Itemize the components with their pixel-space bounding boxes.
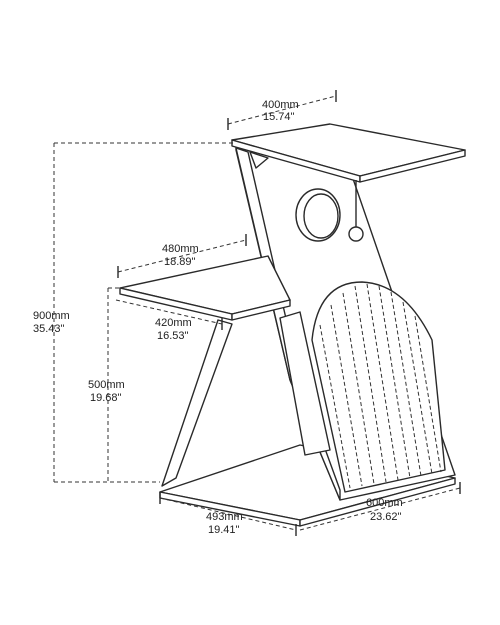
mid-shelf-width-in: 18.89" — [164, 256, 196, 268]
scratch-panel-grooves — [319, 283, 442, 489]
base-depth-mm: 600mm — [366, 497, 403, 509]
scratch-panel — [311, 281, 446, 493]
cat-tree-drawing — [119, 123, 466, 527]
mid-shelf-height-mm: 500mm — [88, 379, 125, 391]
total-height-in: 35.43" — [33, 323, 65, 335]
top-shelf-width-in: 15.74" — [263, 111, 295, 123]
top-shelf-edge-right — [359, 149, 466, 183]
base-width-mm: 493mm — [206, 511, 243, 523]
inner-support — [279, 311, 331, 456]
mid-shelf-height-in: 19.68" — [90, 392, 122, 404]
total-height-mm: 900mm — [33, 310, 70, 322]
dimension-labels: 400mm 15.74" 480mm 18.89" 420mm 16.53" 9… — [33, 99, 403, 536]
front-leg — [161, 319, 233, 487]
round-window-icon — [295, 188, 341, 242]
hanging-ball-icon — [348, 180, 364, 242]
base-width-in: 19.41" — [208, 524, 240, 536]
mid-shelf-width-mm: 480mm — [162, 243, 199, 255]
mid-shelf-depth-mm: 420mm — [155, 317, 192, 329]
main-side-panel-edge — [235, 147, 341, 501]
middle-shelf-edge-right — [231, 299, 291, 321]
base-panel-edge-right — [299, 477, 456, 527]
dimension-lines — [53, 90, 461, 536]
top-shelf-bracket — [249, 151, 269, 169]
mid-shelf-depth-in: 16.53" — [157, 330, 189, 342]
top-shelf-width-mm: 400mm — [262, 99, 299, 111]
base-depth-in: 23.62" — [370, 511, 402, 523]
